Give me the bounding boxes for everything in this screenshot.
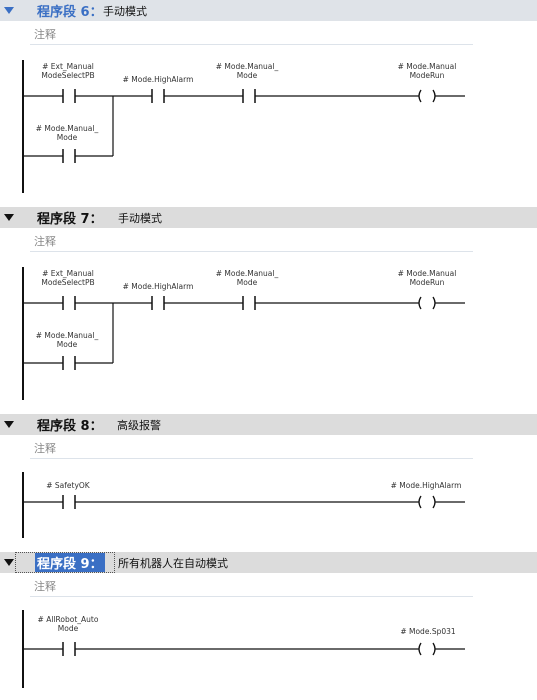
network-7: 程序段 7： 手动模式 注释 [0,207,537,414]
contact-ext-manual[interactable] [62,89,76,103]
tag-coil-high-alarm[interactable]: # Mode.HighAlarm [390,481,462,490]
collapse-triangle-icon[interactable] [4,214,14,221]
contact-branch-manual-mode[interactable] [62,149,76,163]
collapse-triangle-icon[interactable] [4,559,14,566]
network-8: 程序段 8： 高级报警 注释 # SafetyOK # Mode.HighAla… [0,414,537,552]
collapse-triangle-icon[interactable] [4,7,14,14]
tag-high-alarm[interactable]: # Mode.HighAlarm [122,282,194,291]
contact-high-alarm[interactable] [151,296,165,310]
network-comment-row[interactable]: 注释 [30,229,473,252]
network-title[interactable]: 手动模式 [118,212,162,225]
tag-coil-sp031[interactable]: # Mode.Sp031 [400,627,456,636]
contact-all-robot-auto[interactable] [62,642,76,656]
coil-manual-mode-run[interactable] [418,89,436,103]
network-header[interactable]: 程序段 7： 手动模式 [0,207,537,228]
network-number: 程序段 6： [37,5,103,20]
tag-branch-manual-mode[interactable]: # Mode.Manual_Mode [35,124,99,142]
network-header[interactable]: 程序段 6： 手动模式 [0,0,537,21]
network-number: 程序段 8： [37,419,103,434]
network-comment: 注释 [34,580,56,593]
network-comment: 注释 [34,235,56,248]
network-title[interactable]: 高级报警 [117,419,161,432]
ladder-diagram [22,60,465,193]
selection-box [15,552,115,573]
network-number: 程序段 9： [35,553,105,572]
network-comment-row[interactable]: 注释 [30,22,473,45]
contact-manual-mode[interactable] [242,296,256,310]
tag-safety-ok[interactable]: # SafetyOK [46,481,90,490]
network-comment: 注释 [34,28,56,41]
network-comment-row[interactable]: 注释 [30,436,473,459]
network-6: 程序段 6： 手动模式 注释 [0,0,537,207]
contact-ext-manual[interactable] [62,296,76,310]
ladder-diagram [22,472,465,538]
coil-high-alarm[interactable] [418,495,436,509]
network-title[interactable]: 手动模式 [103,5,147,18]
network-header[interactable]: 程序段 9： 所有机器人在自动模式 [0,552,537,573]
ladder-diagram [22,610,465,688]
tag-branch-manual-mode[interactable]: # Mode.Manual_Mode [35,331,99,349]
contact-safety-ok[interactable] [62,495,76,509]
tag-high-alarm[interactable]: # Mode.HighAlarm [122,75,194,84]
collapse-triangle-icon[interactable] [4,421,14,428]
network-number: 程序段 7： [37,212,103,227]
contact-manual-mode[interactable] [242,89,256,103]
tag-manual-mode[interactable]: # Mode.Manual_Mode [215,269,279,287]
network-comment-row[interactable]: 注释 [30,574,473,597]
coil-sp031[interactable] [418,642,436,656]
tag-manual-mode[interactable]: # Mode.Manual_Mode [215,62,279,80]
network-title[interactable]: 所有机器人在自动模式 [118,557,228,570]
network-header[interactable]: 程序段 8： 高级报警 [0,414,537,435]
network-comment: 注释 [34,442,56,455]
contact-branch-manual-mode[interactable] [62,356,76,370]
ladder-diagram [22,267,465,400]
contact-high-alarm[interactable] [151,89,165,103]
coil-manual-mode-run[interactable] [418,296,436,310]
